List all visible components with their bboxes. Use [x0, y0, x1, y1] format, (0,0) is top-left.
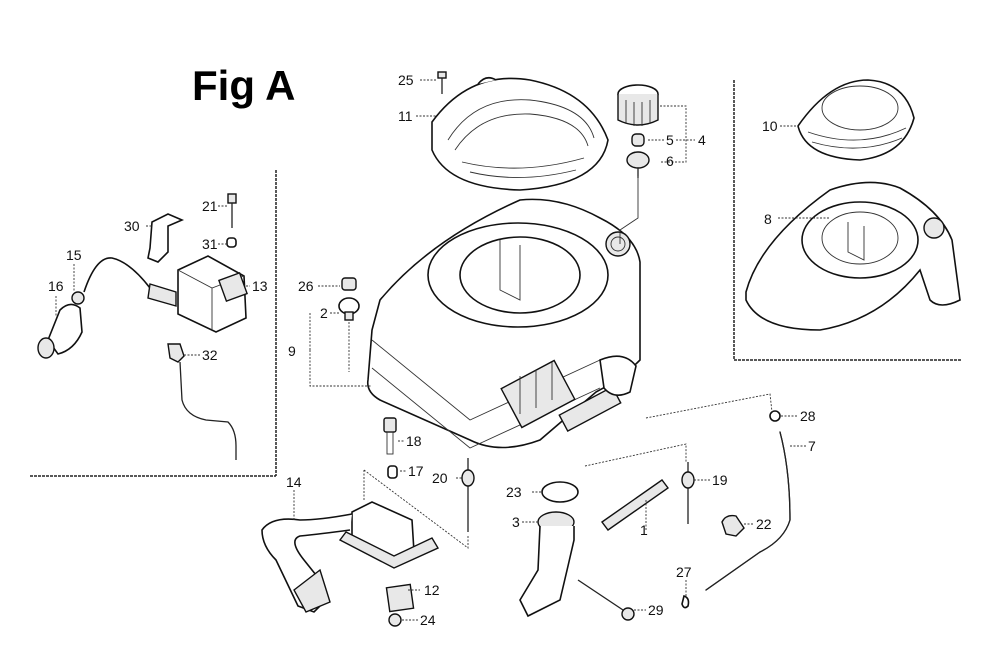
callout-10[interactable]: 10 [762, 118, 778, 134]
part-clip-27[interactable] [681, 594, 690, 609]
part-pipe-1[interactable] [601, 479, 669, 531]
callout-2[interactable]: 2 [320, 305, 328, 321]
part-strainer-6[interactable] [626, 151, 650, 178]
callout-30[interactable]: 30 [124, 218, 140, 234]
right-inset-frame [733, 80, 962, 361]
part-bracket-12[interactable] [385, 583, 415, 613]
leader-lines [55, 79, 830, 621]
callout-26[interactable]: 26 [298, 278, 314, 294]
part-nut-31[interactable] [226, 237, 237, 248]
part-ignition-coil-14[interactable] [261, 501, 440, 613]
callout-5[interactable]: 5 [666, 132, 674, 148]
callout-4[interactable]: 4 [698, 132, 706, 148]
callout-3[interactable]: 3 [512, 514, 520, 530]
part-fan-shroud[interactable] [366, 198, 641, 449]
callout-31[interactable]: 31 [202, 236, 218, 252]
callout-27[interactable]: 27 [676, 564, 692, 580]
callout-7[interactable]: 7 [808, 438, 816, 454]
part-bolt-18[interactable] [383, 417, 397, 455]
callout-16[interactable]: 16 [48, 278, 64, 294]
part-stud-19[interactable] [681, 462, 695, 524]
callout-15[interactable]: 15 [66, 247, 82, 263]
callout-24[interactable]: 24 [420, 612, 436, 628]
part-alt-recoil-cover[interactable] [797, 79, 915, 161]
part-stud-20[interactable] [461, 458, 475, 532]
callout-18[interactable]: 18 [406, 433, 422, 449]
part-bolt-29[interactable] [577, 579, 635, 621]
part-clip-28[interactable] [769, 410, 781, 422]
part-elbow-3[interactable] [519, 511, 575, 618]
callout-29[interactable]: 29 [648, 602, 664, 618]
left-inset-frame [30, 170, 277, 477]
callout-14[interactable]: 14 [286, 474, 302, 490]
part-clamp-22[interactable] [721, 514, 745, 537]
callout-17[interactable]: 17 [408, 463, 424, 479]
part-collar-17[interactable] [387, 465, 398, 479]
part-grommet-15[interactable] [71, 291, 85, 305]
part-gasket-5[interactable] [631, 133, 645, 147]
part-ground-wire-32[interactable] [167, 343, 237, 460]
callout-9[interactable]: 9 [288, 343, 296, 359]
part-plug-cap-16[interactable] [37, 303, 83, 359]
part-bolt-25[interactable] [437, 71, 447, 94]
part-bracket-30[interactable] [147, 213, 185, 263]
part-recoil-cover[interactable] [431, 76, 609, 191]
part-alt-shroud[interactable] [745, 181, 961, 331]
callout-1[interactable]: 1 [640, 522, 648, 538]
callout-8[interactable]: 8 [764, 211, 772, 227]
part-hv-wire[interactable] [83, 257, 177, 307]
callout-28[interactable]: 28 [800, 408, 816, 424]
callout-19[interactable]: 19 [712, 472, 728, 488]
part-nut-26[interactable] [341, 277, 357, 291]
part-gasket-23[interactable] [541, 481, 579, 503]
part-ignition-coil-13[interactable] [177, 255, 248, 333]
part-breather-tube-7[interactable] [705, 431, 791, 591]
callout-6[interactable]: 6 [666, 153, 674, 169]
figure-title: Fig A [192, 62, 296, 109]
callout-12[interactable]: 12 [424, 582, 440, 598]
part-fuel-cap[interactable] [617, 84, 659, 126]
callout-11[interactable]: 11 [398, 108, 413, 124]
callout-20[interactable]: 20 [432, 470, 448, 486]
callout-22[interactable]: 22 [756, 516, 772, 532]
part-nut-24[interactable] [388, 613, 402, 627]
callout-25[interactable]: 25 [398, 72, 414, 88]
callout-32[interactable]: 32 [202, 347, 218, 363]
callout-23[interactable]: 23 [506, 484, 522, 500]
callout-labels: 1 2 3 4 5 6 7 8 9 10 11 12 13 14 15 16 1… [48, 72, 816, 628]
callout-21[interactable]: 21 [202, 198, 218, 214]
part-collar-2[interactable] [338, 297, 360, 321]
part-bolt-21[interactable] [227, 193, 237, 228]
callout-13[interactable]: 13 [252, 278, 268, 294]
